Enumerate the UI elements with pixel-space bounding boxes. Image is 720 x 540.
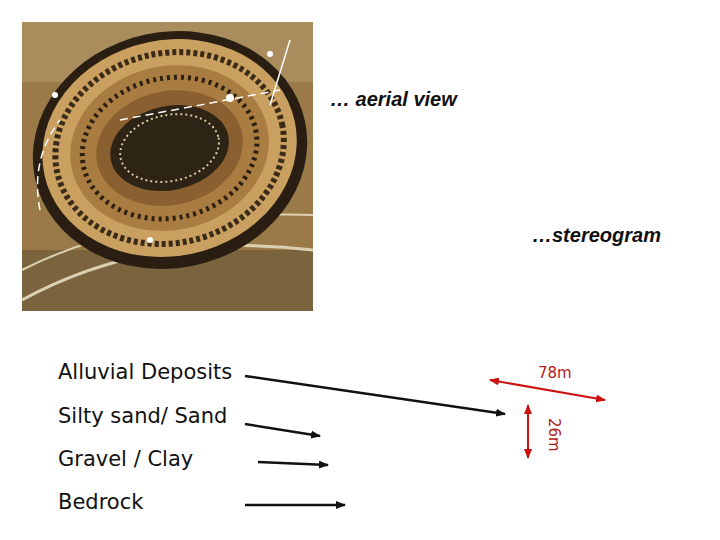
- layer-label: Bedrock: [58, 490, 143, 514]
- pointer-arrow: [245, 424, 320, 436]
- pointer-arrow: [245, 376, 505, 414]
- layer-label: Gravel / Clay: [58, 447, 193, 471]
- pointer-arrow: [245, 504, 345, 507]
- dimension-label: 26m: [545, 418, 563, 452]
- photo-caption: … aerial view: [330, 88, 457, 111]
- stereogram-caption: …stereogram: [532, 224, 661, 247]
- dimension-arrow: [527, 405, 529, 458]
- dimension-arrow: [490, 380, 605, 400]
- layer-label: Silty sand/ Sand: [58, 404, 227, 428]
- pointer-arrow: [258, 462, 328, 465]
- layer-label: Alluvial Deposits: [58, 360, 232, 384]
- dimension-label: 78m: [538, 364, 572, 382]
